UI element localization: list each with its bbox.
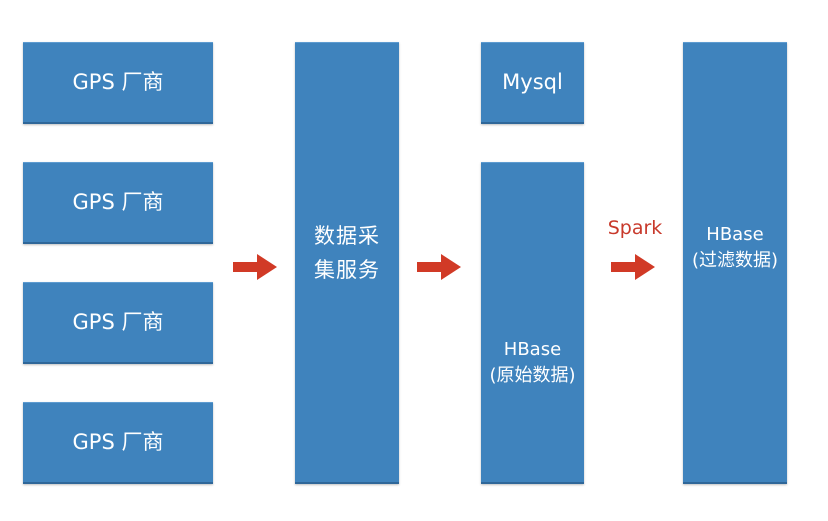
hbase-filtered-line1: HBase [706,223,764,245]
hbase-raw-data-text: HBase (原始数据) [489,337,575,389]
gps-vendor-box: GPS 厂商 [23,402,213,484]
data-collection-service-line1: 数据采 [314,223,380,248]
gps-vendor-label: GPS 厂商 [72,310,164,334]
gps-vendor-label: GPS 厂商 [72,70,164,94]
mysql-box: Mysql [481,42,584,124]
flow-arrow-right-icon [233,254,277,280]
data-collection-service-text: 数据采 集服务 [314,219,380,287]
gps-vendor-label: GPS 厂商 [72,430,164,454]
spark-label: Spark [607,217,663,239]
hbase-raw-line2: (原始数据) [489,364,576,386]
mysql-label: Mysql [502,70,563,94]
hbase-raw-data-box: HBase (原始数据) [481,162,584,484]
gps-vendor-label: GPS 厂商 [72,190,164,214]
hbase-filtered-line2: (过滤数据) [691,249,779,271]
gps-vendor-box: GPS 厂商 [23,162,213,244]
hbase-filtered-data-box: HBase (过滤数据) [683,42,787,484]
gps-vendor-box: GPS 厂商 [23,42,213,124]
flow-arrow-right-icon [417,254,461,280]
hbase-filtered-data-text: HBase (过滤数据) [692,222,778,274]
data-collection-service-box: 数据采 集服务 [295,42,399,484]
hbase-raw-line1: HBase [503,338,562,360]
gps-vendor-box: GPS 厂商 [23,282,213,364]
data-collection-service-line2: 集服务 [314,257,380,282]
flow-arrow-right-icon [611,254,655,280]
